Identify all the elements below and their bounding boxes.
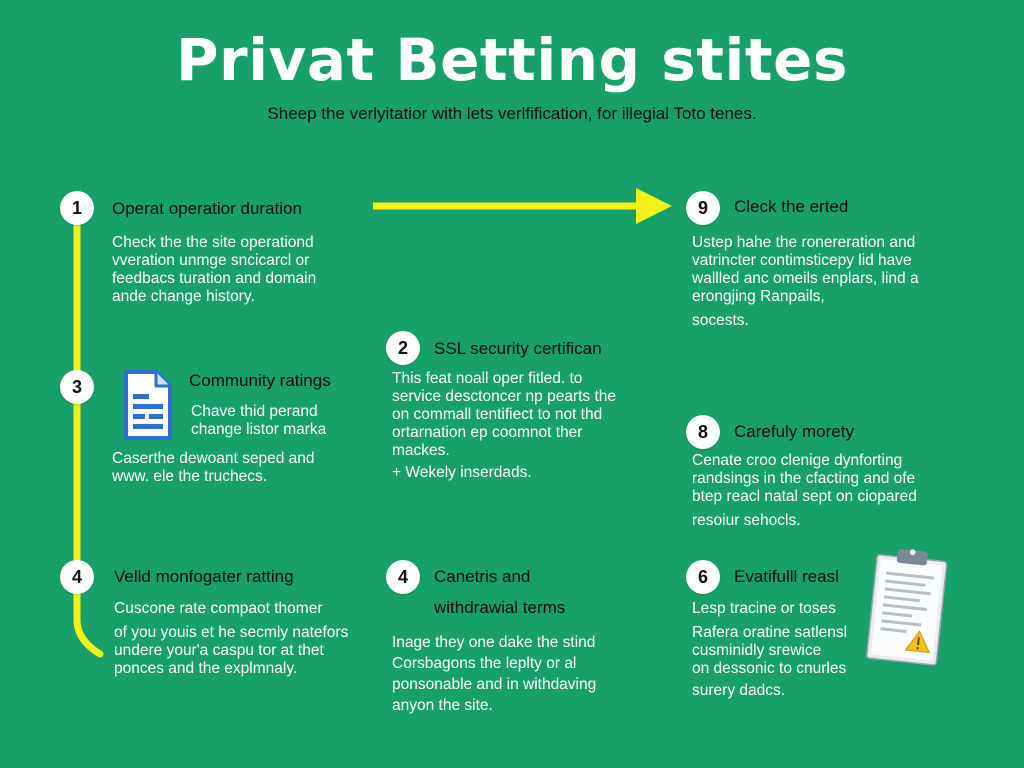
step-heading-2: SSL security certifican bbox=[434, 339, 602, 358]
step-body-line: service desctoncer np pearts the bbox=[392, 388, 617, 405]
step-badge-4-middle: 4 bbox=[386, 560, 420, 594]
step-heading-8: Carefuly morety bbox=[734, 422, 854, 441]
arrow-head-icon bbox=[636, 188, 672, 224]
step-badge-4-left: 4 bbox=[60, 560, 94, 594]
step-body-line: on commall tentifiect to not thd bbox=[392, 406, 603, 423]
step-body-line: + Wekely inserdads. bbox=[392, 464, 532, 481]
step-body-line: Cuscone rate compaot thomer bbox=[114, 600, 323, 617]
page-title: Privat Betting stites bbox=[176, 26, 848, 94]
step-body-line: surery dadcs. bbox=[692, 682, 786, 699]
step-badge-9: 9 bbox=[686, 191, 720, 225]
vertical-connector-line bbox=[73, 222, 104, 658]
step-body-line: Corsbagons the leplty or al bbox=[392, 655, 577, 672]
step-body-2: This feat noall oper fitled. to service … bbox=[392, 370, 616, 482]
step-badge-8: 8 bbox=[686, 415, 720, 449]
step-body-9: Ustep hahe the ronereration and vatrinct… bbox=[692, 234, 919, 330]
step-body-line: randsings in the cfacting and ofe bbox=[692, 470, 916, 487]
document-icon bbox=[124, 370, 172, 440]
step-heading-1: Operat operatior duration bbox=[112, 199, 302, 218]
step-heading-4-middle: Canetris and bbox=[434, 567, 531, 586]
step-body-line: ortarnation ep coomnot ther bbox=[392, 424, 583, 441]
step-body-line: btep reacl natal sept on ciopared bbox=[692, 488, 917, 505]
step-body-line: vveration unmge sncicarcl or bbox=[112, 252, 310, 269]
step-body-line: This feat noall oper fitled. to bbox=[392, 370, 583, 387]
step-heading-6: Evatifulll reasl bbox=[734, 567, 839, 586]
step-heading-9: Cleck the erted bbox=[734, 197, 849, 216]
step-body-line: ponces and the explmnaly. bbox=[114, 660, 298, 677]
step-body-4-middle: Inage they one dake the stind Corsbagons… bbox=[392, 634, 596, 715]
step-body-line: resoiur sehocls. bbox=[692, 512, 801, 529]
step-body-1: Check the the site operationd vveration … bbox=[112, 234, 316, 306]
step-body-line: Check the the site operationd bbox=[112, 234, 314, 251]
step-badge-6: 6 bbox=[686, 560, 720, 594]
step-body-line: ande change history. bbox=[112, 288, 255, 305]
step-heading-4-left: Velld monfogater ratting bbox=[114, 567, 294, 586]
step-body-line: change listor marka bbox=[191, 421, 327, 438]
step-body-line: Rafera oratine satlensl bbox=[692, 624, 848, 641]
step-body-line: Caserthe dewoant seped and bbox=[112, 450, 315, 467]
step-body-line: Ustep hahe the ronereration and bbox=[692, 234, 916, 251]
step-body-line: feedbacs turation and domain bbox=[112, 270, 317, 287]
step-body-line: wallled anc omeils enplars, lind a bbox=[692, 270, 919, 287]
step-body-line: cusminidly srewice bbox=[692, 642, 822, 659]
step-body-6: Lesp tracine or toses Rafera oratine sat… bbox=[692, 600, 847, 700]
step-body-line: undere your'a caspu tor at thet bbox=[114, 642, 324, 659]
step-badge-2: 2 bbox=[386, 331, 420, 365]
step-body-line: ponsonable and in withdaving bbox=[392, 676, 597, 693]
step-extra-3: Caserthe dewoant seped and www. ele the … bbox=[112, 450, 315, 486]
step-body-3: Chave thid perand change listor marka bbox=[191, 403, 326, 439]
step-body-8: Cenate croo clenige dynforting randsings… bbox=[692, 452, 917, 530]
step-badge-1: 1 bbox=[60, 191, 94, 225]
step-body-4-left: Cuscone rate compaot thomer of you youis… bbox=[114, 600, 348, 678]
step-body-line: Lesp tracine or toses bbox=[692, 600, 836, 617]
step-body-line: www. ele the truchecs. bbox=[112, 468, 268, 485]
step-body-line: vatrincter contimsticepy lid have bbox=[692, 252, 912, 269]
step-body-line: socests. bbox=[692, 312, 749, 329]
step-body-line: anyon the site. bbox=[392, 697, 493, 714]
step-badge-3: 3 bbox=[60, 370, 94, 404]
step-body-line: Chave thid perand bbox=[191, 403, 318, 420]
step-heading-3: Community ratings bbox=[189, 371, 331, 390]
step-body-line: on dessonic to cnurles bbox=[692, 660, 847, 677]
step-heading-4-middle-line2: withdrawial terms bbox=[434, 598, 566, 617]
step-body-line: Cenate croo clenige dynforting bbox=[692, 452, 903, 469]
step-body-line: Inage they one dake the stind bbox=[392, 634, 596, 651]
step-body-line: of you youis et he secmly natefors bbox=[114, 624, 349, 641]
step-body-line: mackes. bbox=[392, 442, 450, 459]
page-subtitle: Sheep the verlyitatior with lets verlfif… bbox=[267, 104, 757, 123]
step-body-line: erongjing Ranpails, bbox=[692, 288, 825, 305]
clipboard-warning-icon bbox=[865, 548, 948, 666]
